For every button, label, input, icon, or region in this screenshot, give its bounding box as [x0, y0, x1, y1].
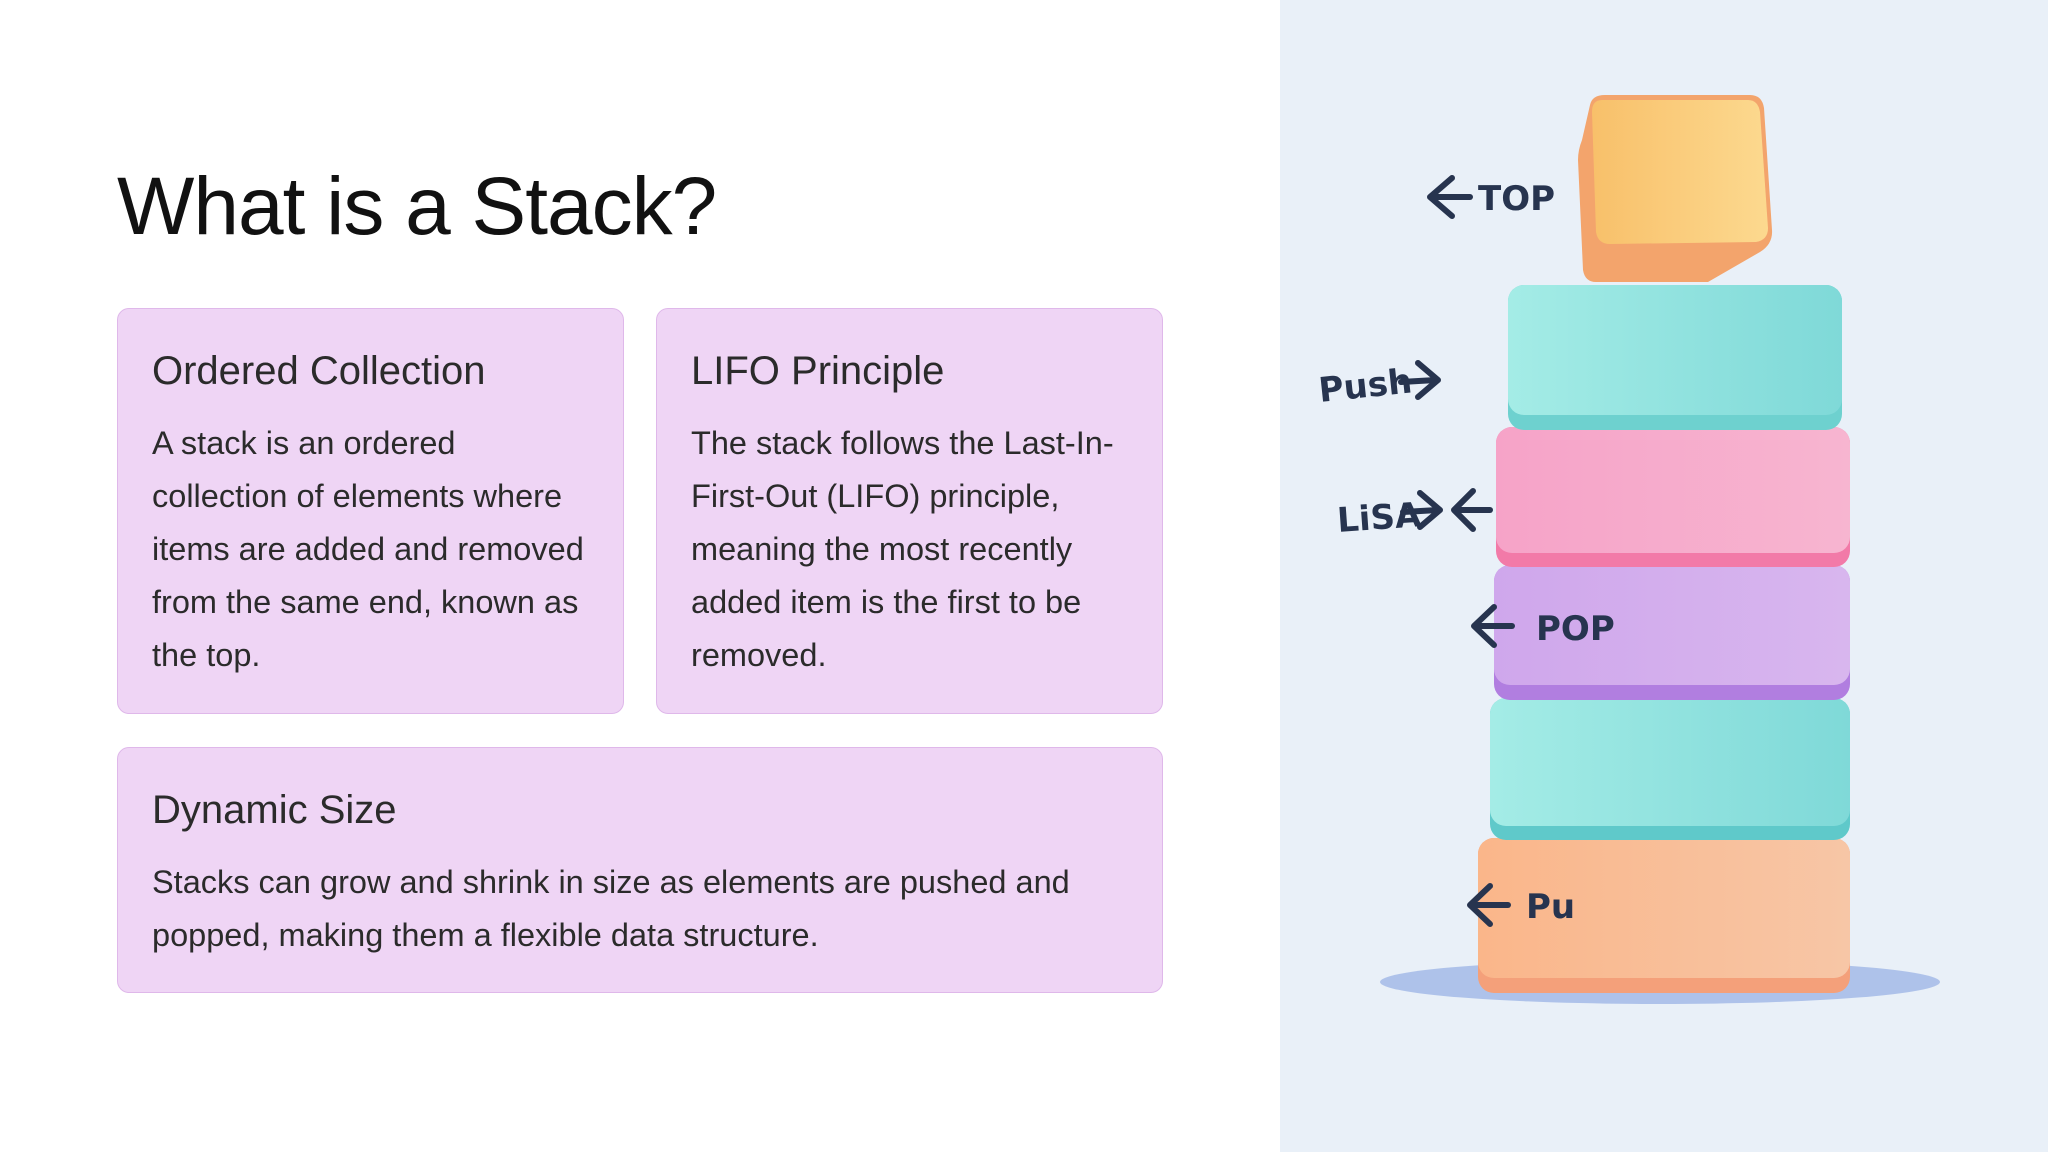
content-panel: What is a Stack? Ordered Collection A st…	[117, 161, 1163, 993]
arrow-right-icon	[1398, 360, 1441, 400]
label-pu: Pu	[1526, 887, 1575, 927]
card-lifo-principle: LIFO Principle The stack follows the Las…	[656, 308, 1163, 714]
stack-block-teal-lower	[1490, 698, 1850, 840]
stack-block-teal-upper	[1508, 285, 1842, 430]
label-push: Push	[1317, 361, 1414, 411]
arrow-right-icon	[1400, 490, 1443, 530]
card-ordered-collection: Ordered Collection A stack is an ordered…	[117, 308, 624, 714]
card-title: LIFO Principle	[691, 349, 945, 393]
stack-block-orange	[1478, 838, 1850, 993]
stack-illustration: TOP Push LiSA POP Pu	[1317, 95, 1940, 1004]
stack-block-pink	[1496, 427, 1850, 567]
card-text: The stack follows the Last-In-First-Out …	[691, 425, 1114, 673]
label-lisa: LiSA	[1336, 495, 1423, 541]
page-title: What is a Stack?	[117, 161, 717, 252]
label-top: TOP	[1478, 179, 1555, 219]
card-text: Stacks can grow and shrink in size as el…	[152, 864, 1070, 953]
stack-block-yellow-cube	[1578, 95, 1773, 282]
card-dynamic-size: Dynamic Size Stacks can grow and shrink …	[117, 747, 1163, 993]
card-title: Ordered Collection	[152, 349, 486, 393]
illustration-panel: TOP Push LiSA POP Pu	[1280, 0, 2048, 1152]
label-pop: POP	[1536, 609, 1615, 649]
card-text: A stack is an ordered collection of elem…	[152, 425, 584, 673]
arrow-left-icon	[1427, 175, 1473, 219]
card-title: Dynamic Size	[152, 788, 397, 832]
arrow-left-icon	[1471, 604, 1515, 648]
arrow-left-icon	[1451, 488, 1493, 532]
arrow-left-icon	[1467, 883, 1511, 927]
stack-block-purple	[1494, 565, 1850, 700]
